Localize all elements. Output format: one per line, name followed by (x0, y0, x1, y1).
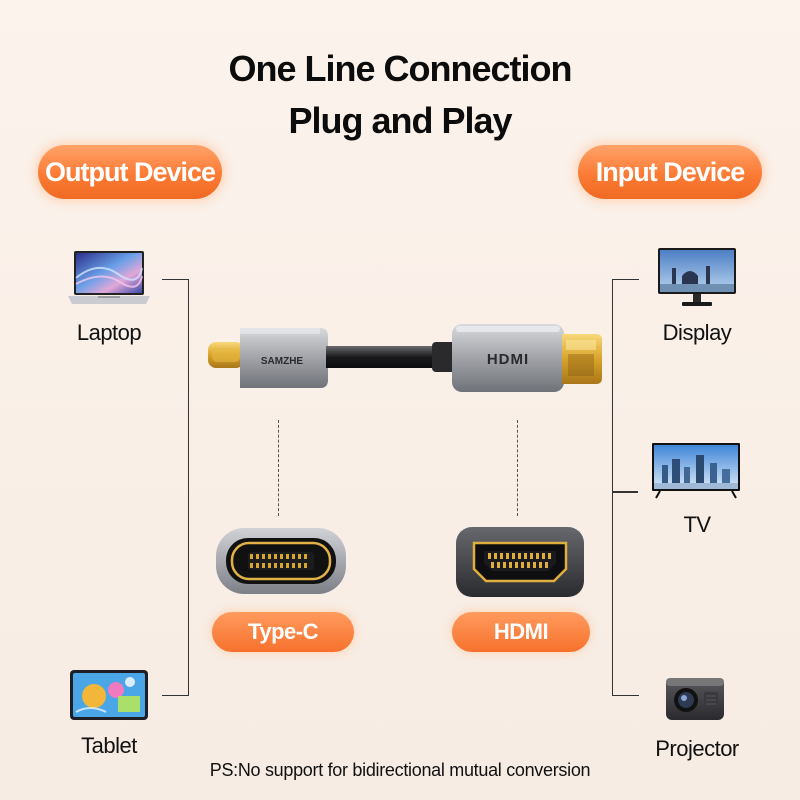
input-bracket-tick (612, 491, 638, 493)
monitor-icon (658, 248, 736, 315)
cable-illustration: SAMZHE HDMI (200, 318, 610, 403)
projector-icon (662, 672, 728, 729)
page-title: One Line Connection (228, 48, 572, 89)
typec-label-badge: Type-C (212, 612, 354, 652)
brand-text: SAMZHE (261, 356, 304, 367)
laptop-label: Laptop (76, 320, 142, 345)
laptop-icon (68, 250, 150, 313)
tv-icon (652, 443, 740, 504)
output-bracket (162, 279, 189, 696)
hdmi-connector-line (517, 420, 518, 516)
display-label: Display (662, 320, 732, 345)
tablet-icon (70, 670, 148, 725)
input-device-badge: Input Device (578, 145, 762, 199)
input-bracket (612, 279, 639, 696)
hdmi-port-icon (456, 527, 584, 602)
typec-port-icon (216, 528, 346, 599)
projector-label: Projector (655, 736, 739, 761)
tablet-label: Tablet (81, 733, 137, 758)
hdmi-label-badge: HDMI (452, 612, 590, 652)
tv-label: TV (683, 512, 711, 537)
page-subtitle: Plug and Play (288, 100, 512, 141)
typec-connector-line (278, 420, 279, 516)
footer-note: PS:No support for bidirectional mutual c… (209, 760, 591, 780)
output-device-badge: Output Device (38, 145, 222, 199)
cable-hdmi-text: HDMI (487, 351, 529, 368)
